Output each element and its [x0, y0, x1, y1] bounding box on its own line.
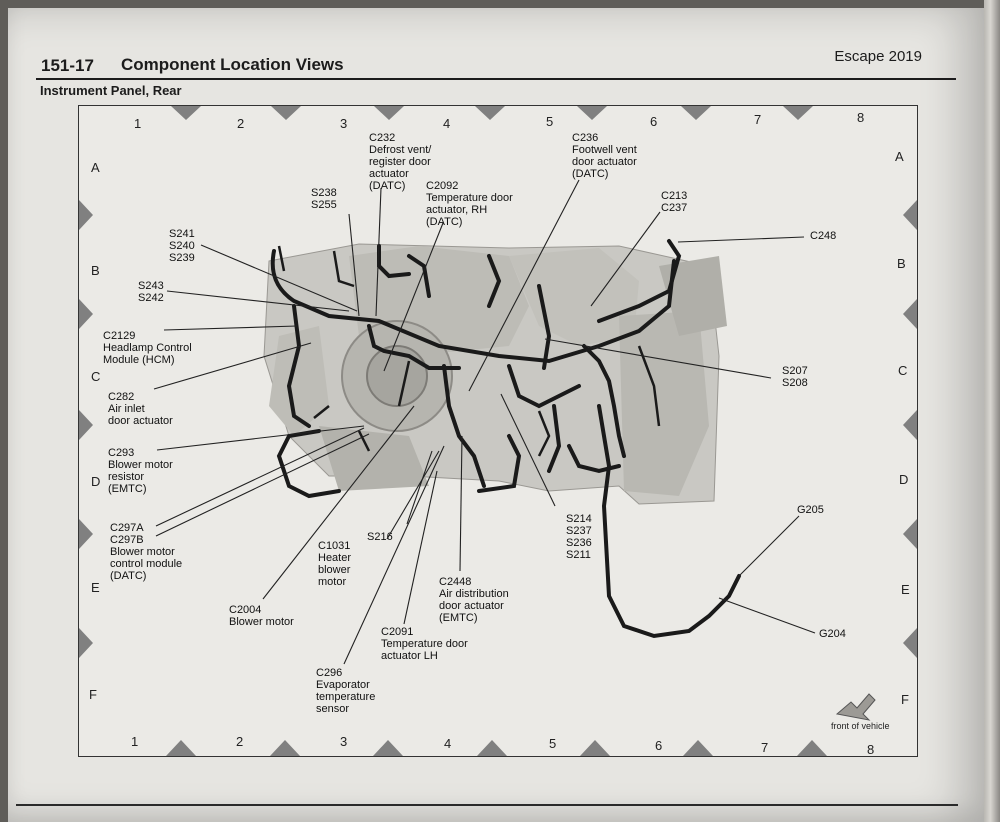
grid-col-2-top: 2	[237, 116, 245, 131]
callout-c213: C213 C237	[661, 190, 688, 214]
grid-col-1-top: 1	[134, 116, 142, 131]
callout-c293: C293 Blower motor resistor (EMTC)	[108, 447, 173, 495]
footer-rule	[16, 804, 958, 806]
callout-c2092: C2092 Temperature door actuator, RH (DAT…	[426, 180, 513, 228]
grid-row-f-left: F	[89, 687, 97, 702]
grid-col-2-bottom: 2	[236, 734, 244, 749]
book-edge	[984, 0, 1000, 822]
grid-col-1-bottom: 1	[131, 734, 139, 749]
grid-col-8-top: 8	[857, 110, 865, 125]
callout-c248: C248	[810, 230, 837, 242]
grid-col-6-bottom: 6	[655, 738, 663, 753]
section-subtitle: Instrument Panel, Rear	[40, 83, 182, 98]
grid-col-3-top: 3	[340, 116, 348, 131]
callout-c282: C282 Air inlet door actuator	[108, 391, 173, 427]
callout-c1031: C1031 Heater blower motor	[318, 540, 352, 588]
grid-row-e-left: E	[91, 580, 100, 595]
page-number: 151-17	[41, 56, 94, 75]
grid-col-6-top: 6	[650, 114, 658, 129]
grid-row-d-right: D	[899, 472, 909, 487]
leader-lines	[153, 179, 816, 665]
callout-c232: C232 Defrost vent/ register door actuato…	[369, 132, 432, 192]
grid-row-b-right: B	[897, 256, 906, 271]
callout-c236: C236 Footwell vent door actuator (DATC)	[572, 132, 637, 180]
grid-col-5-bottom: 5	[549, 736, 557, 751]
front-of-vehicle-arrow-icon	[835, 693, 876, 721]
page-title: Component Location Views	[121, 55, 344, 74]
callout-s214: S214 S237 S236 S211	[566, 513, 592, 561]
callout-s241: S241 S240 S239	[169, 228, 195, 264]
grid-row-e-right: E	[901, 582, 910, 597]
callout-c297: C297A C297B Blower motor control module …	[110, 522, 183, 582]
grid-row-b-left: B	[91, 263, 100, 278]
grid-row-c-right: C	[898, 363, 908, 378]
grid-col-7-top: 7	[754, 112, 762, 127]
grid-col-3-bottom: 3	[340, 734, 348, 749]
callout-s238: S238 S255	[311, 187, 337, 211]
grid-markers	[79, 106, 917, 756]
diagram-frame: 1 2 3 4 5 6 7 8 1 2 3 4 5 6 7 8 A B C D …	[78, 105, 918, 757]
grid-col-8-bottom: 8	[867, 742, 875, 757]
grid-row-c-left: C	[91, 369, 101, 384]
grid-row-a-left: A	[91, 160, 100, 175]
header-rule	[36, 78, 956, 80]
grid-row-a-right: A	[895, 149, 904, 164]
grid-col-7-bottom: 7	[761, 740, 769, 755]
grid-col-4-top: 4	[443, 116, 451, 131]
instrument-panel-illustration	[263, 243, 727, 505]
callout-c2004: C2004 Blower motor	[229, 604, 294, 628]
grid-row-f-right: F	[901, 692, 909, 707]
vehicle-name: Escape 2019	[834, 48, 922, 65]
grid-col-5-top: 5	[546, 114, 554, 129]
grid-row-d-left: D	[91, 474, 101, 489]
callout-c2129: C2129 Headlamp Control Module (HCM)	[103, 330, 192, 366]
callout-c2448: C2448 Air distribution door actuator (EM…	[439, 576, 509, 624]
wiring-harness	[270, 239, 741, 639]
callout-g204: G204	[819, 628, 846, 640]
callout-g205: G205	[797, 504, 824, 516]
callout-s207: S207 S208	[782, 365, 808, 389]
harness-branches	[277, 245, 661, 457]
front-of-vehicle-label: front of vehicle	[831, 721, 890, 731]
component-diagram	[79, 106, 917, 756]
callout-c296: C296 Evaporator temperature sensor	[316, 667, 376, 715]
callout-s216: S216	[367, 531, 393, 543]
callout-c2091: C2091 Temperature door actuator LH	[381, 626, 468, 662]
callout-s243: S243 S242	[138, 280, 164, 304]
manual-page: 151-17 Component Location Views Escape 2…	[8, 8, 984, 822]
grid-col-4-bottom: 4	[444, 736, 452, 751]
